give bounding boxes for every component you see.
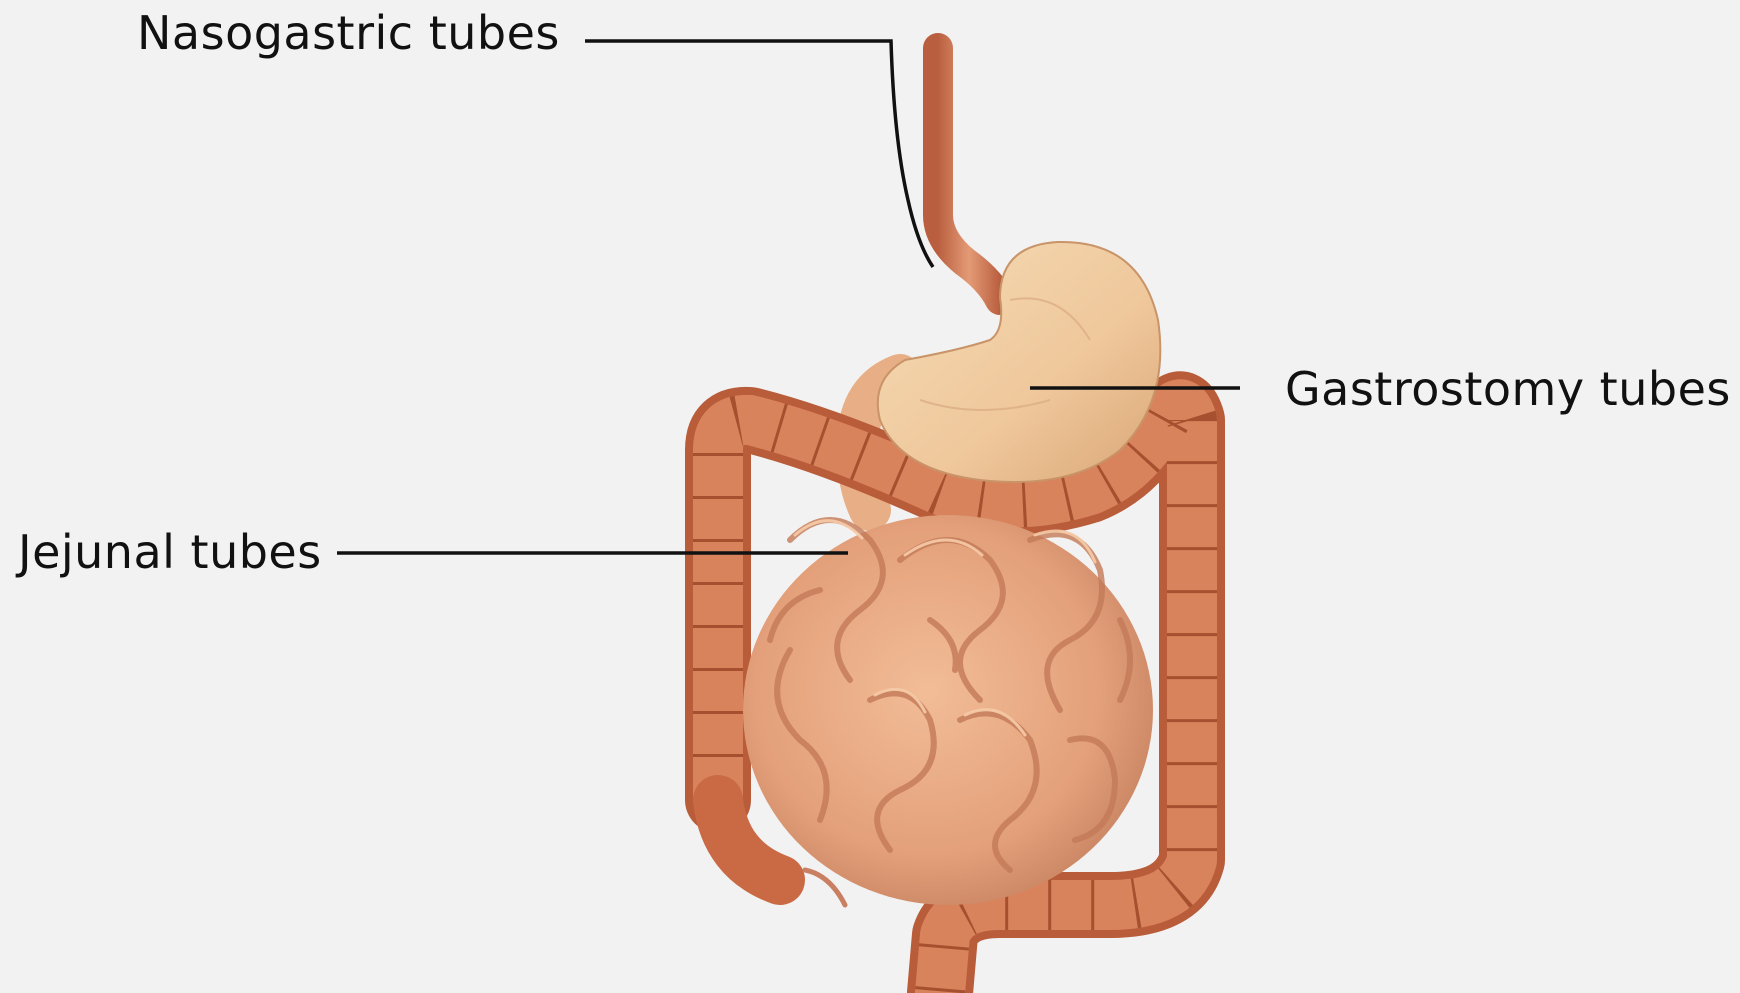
jejunal-tubes-label: Jejunal tubes [18, 529, 322, 575]
nasogastric-leader-line [585, 41, 933, 267]
gastrostomy-tubes-label: Gastrostomy tubes [1285, 366, 1731, 412]
esophagus [938, 48, 1000, 300]
stomach [878, 242, 1161, 482]
small-intestine [743, 515, 1153, 905]
appendix [805, 870, 845, 905]
nasogastric-tubes-label: Nasogastric tubes [137, 10, 560, 56]
